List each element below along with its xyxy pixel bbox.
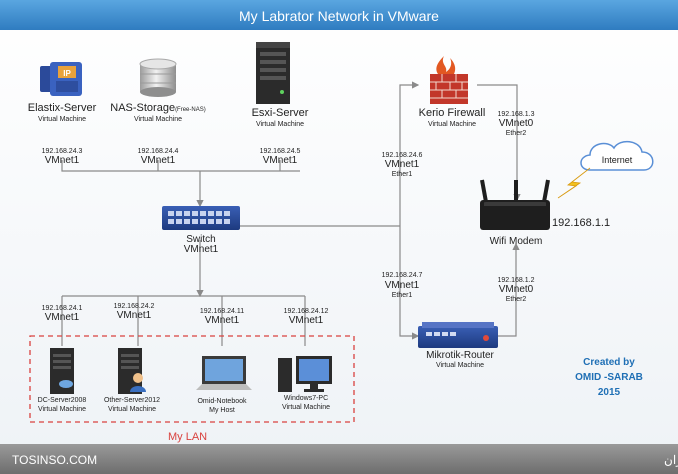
kerio-ether1-net: VMnet1 [385,159,420,170]
mikrotik-ether1-iface: Ether1 [392,292,413,299]
link-kerio-ether2 [477,84,521,202]
elastix-sub: Virtual Machine [38,116,86,123]
esxi-ip: 192.168.24.5 [260,148,301,155]
user-server-icon [118,348,146,394]
svg-text:IP: IP [63,69,71,78]
credit-line1: Created by [583,357,635,368]
esxi-sub: Virtual Machine [256,121,304,128]
desktop-pc-icon [278,356,332,392]
nas-ip: 192.168.24.4 [138,148,179,155]
footer-left: TOSINSO.COM [12,453,97,467]
laptop-icon [196,356,252,390]
kerio-ether1-iface: Ether1 [392,171,413,178]
credit-line2: OMID -SARAB [575,372,643,383]
elastix-net: VMnet1 [45,155,80,166]
credit-block: Created by OMID -SARAB 2015 [575,357,643,398]
server-tower-icon [256,42,290,104]
footer-right: ITPro.ir - انجمن تخصصی فناوری اطلاعات ای… [664,453,678,467]
link-mikrotik-ether1 [399,226,420,340]
dc-sub: Virtual Machine [38,406,86,413]
mikrotik-ether2-iface: Ether2 [506,296,527,303]
kerio-ether2-iface: Ether2 [506,130,527,137]
credit-line3: 2015 [598,387,621,398]
elastix-ip: 192.168.24.3 [42,148,83,155]
notebook-sub: My Host [209,407,235,414]
kerio-ether1-ip: 192.168.24.6 [382,152,423,159]
links [61,81,521,346]
other-sub: Virtual Machine [108,406,156,413]
dc-net: VMnet1 [45,312,80,323]
storage-icon [139,58,177,97]
esxi-name: Esxi-Server [252,107,309,119]
win7-sub: Virtual Machine [282,404,330,411]
kerio-ether2-net: VMnet0 [499,118,534,129]
notebook-net: VMnet1 [205,315,240,326]
notebook-name: Omid-Notebook [197,398,247,405]
lightning-icon [557,167,591,199]
modem-name: Wifi Modem [490,236,543,247]
kerio-ether2-ip: 192.168.1.3 [498,111,535,118]
cloud-icon [580,140,654,171]
kerio-sub: Virtual Machine [428,121,476,128]
win7-name: Windows7-PC [284,395,328,402]
win7-ip: 192.168.24.12 [284,308,329,315]
switch-icon [162,206,240,230]
nas-sub: Virtual Machine [134,116,182,123]
notebook-ip: 192.168.24.11 [200,308,244,315]
lan-label: My LAN [168,431,207,443]
other-ip: 192.168.24.2 [114,303,155,310]
dc-name: DC-Server2008 [38,397,87,404]
lan-boundary [29,335,355,423]
kerio-name: Kerio Firewall [419,107,486,119]
server-icon [50,348,74,394]
switch-net: VMnet1 [184,244,219,255]
mikrotik-name: Mikrotik-Router [426,350,494,361]
mikrotik-ether2-ip: 192.168.1.2 [498,277,535,284]
mikrotik-ether1-ip: 192.168.24.7 [382,272,423,279]
elastix-name: Elastix-Server [28,102,97,114]
win7-net: VMnet1 [289,315,324,326]
mikrotik-ether2-net: VMnet0 [499,284,534,295]
firewall-icon [430,56,468,104]
router-icon [418,322,498,348]
link-kerio-ether1 [399,81,420,226]
title-bar: My Labrator Network in VMware [0,0,678,30]
link-elastix [61,160,300,172]
footer-bar: TOSINSO.COM ITPro.ir - انجمن تخصصی فناور… [0,444,678,474]
ip-phone-icon: IP [40,62,82,96]
dc-ip: 192.168.24.1 [42,305,83,312]
mikrotik-sub: Virtual Machine [436,362,484,369]
switch-name: Switch [186,234,215,245]
wifi-router-icon [480,179,550,230]
mikrotik-ether1-net: VMnet1 [385,280,420,291]
esxi-net: VMnet1 [263,155,298,166]
nas-net: VMnet1 [141,155,176,166]
nas-name: NAS-Storage(Free-NAS) [110,102,205,114]
other-name: Other-Server2012 [104,397,160,404]
diagram-title: My Labrator Network in VMware [239,8,439,24]
other-net: VMnet1 [117,310,152,321]
modem-ip: 192.168.1.1 [552,217,610,229]
link-mikrotik-ether2 [498,242,520,337]
internet-label: Internet [602,155,633,165]
